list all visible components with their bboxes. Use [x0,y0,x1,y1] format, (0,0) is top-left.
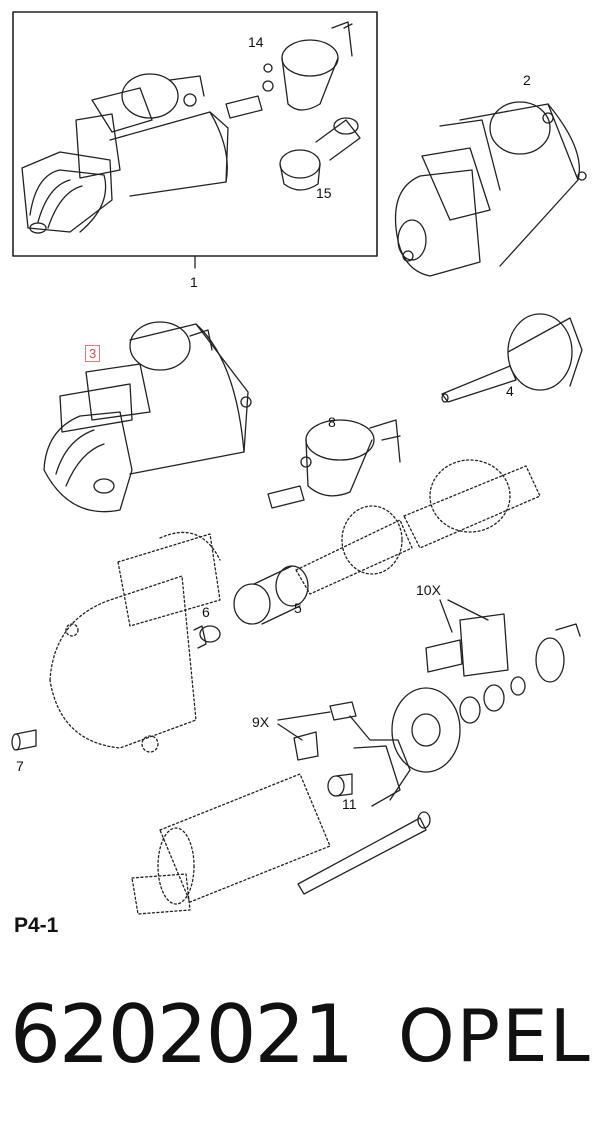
bushing-7 [11,729,37,751]
callout-1: 1 [190,274,198,290]
callout-10x: 10X [416,582,441,598]
housing [49,531,221,753]
pinion-5 [233,565,309,625]
callout-11: 11 [342,796,357,812]
callout-6: 6 [202,604,210,620]
callout-15: 15 [316,185,332,201]
brand-name: OPEL [398,994,592,1078]
assembly-frame [12,11,378,257]
starter-2 [394,101,587,277]
callout-2: 2 [523,72,531,88]
washers [459,623,581,724]
sheet-label: P4-1 [14,914,59,937]
callout-14: 14 [248,34,264,50]
solenoid-14 [225,21,353,119]
callout-5: 5 [294,600,302,616]
brush-holder-9x [277,701,411,807]
callout-7: 7 [16,758,24,774]
callout-4: 4 [506,383,514,399]
pinion-15 [279,117,361,191]
callout-9x: 9X [252,714,270,730]
starter-3 [43,321,252,513]
armature [295,459,541,595]
starter-assembly-1 [21,73,229,234]
through-bolt [297,811,431,895]
terminal-10x [425,599,509,677]
callout-3: 3 [85,345,101,362]
sleeve-6 [193,625,221,649]
solenoid-8 [267,419,401,509]
drive-shaft-4 [441,313,583,403]
end-plate [391,687,461,773]
part-number: 6202021 [10,988,354,1081]
callout-8: 8 [328,414,336,430]
bushing-11 [327,773,353,797]
yoke [131,773,331,915]
